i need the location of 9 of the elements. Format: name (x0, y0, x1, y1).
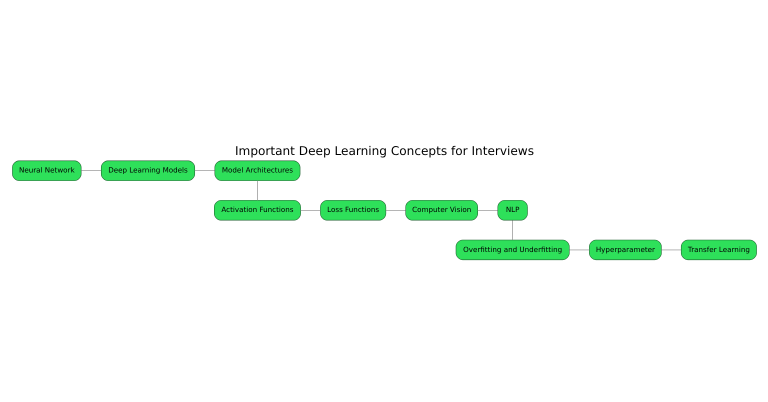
connector (300, 209, 320, 210)
connector (194, 170, 214, 171)
connector (568, 249, 590, 250)
connector (80, 170, 101, 171)
connector (660, 249, 681, 250)
connector (476, 209, 498, 210)
connector (256, 180, 258, 200)
connector (385, 209, 406, 210)
diagram-title: Important Deep Learning Concepts for Interviews (234, 144, 534, 158)
